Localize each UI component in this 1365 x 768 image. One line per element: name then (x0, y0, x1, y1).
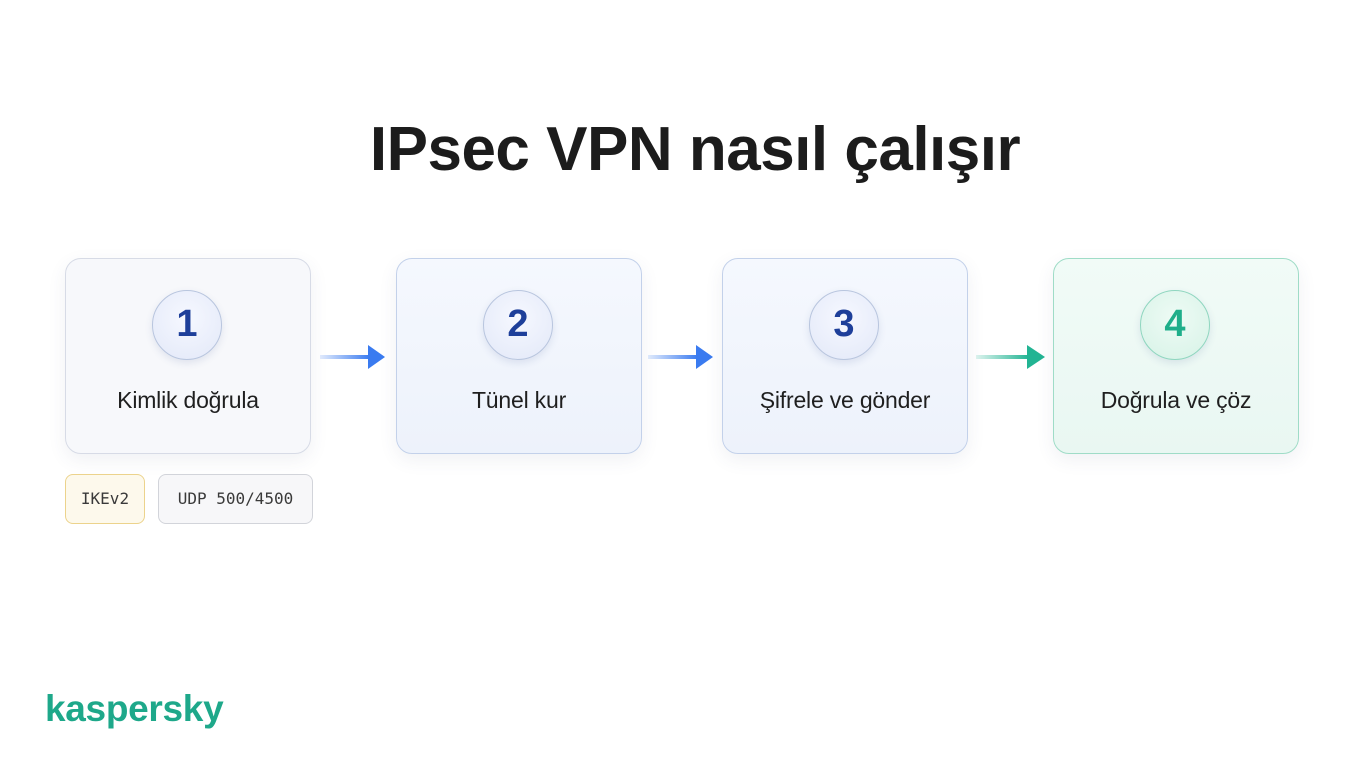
step-number-4: 4 (1140, 290, 1210, 360)
step-label-1: Kimlik doğrula (117, 387, 259, 413)
page-title: IPsec VPN nasıl çalışır (369, 115, 1021, 184)
step-card-2: 2 Tünel kur (396, 258, 642, 454)
arrow-right-icon (320, 345, 385, 369)
step-label-3: Şifrele ve gönder (759, 387, 931, 413)
step-card-1: 1 Kimlik doğrula (65, 258, 311, 454)
arrow-right-icon (976, 345, 1045, 369)
step-card-4: 4 Doğrula ve çöz (1053, 258, 1299, 454)
kaspersky-logo: kaspersky (45, 688, 224, 729)
protocol-tag-udp-ports: UDP 500/4500 (158, 474, 313, 524)
arrow-right-icon (648, 345, 713, 369)
step-number-1: 1 (152, 290, 222, 360)
step-number-3: 3 (809, 290, 879, 360)
protocol-tag-ikev2: IKEv2 (65, 474, 145, 524)
step-label-2: Tünel kur (471, 387, 567, 413)
step-number-2: 2 (483, 290, 553, 360)
step-card-3: 3 Şifrele ve gönder (722, 258, 968, 454)
step-label-4: Doğrula ve çöz (1100, 387, 1252, 413)
